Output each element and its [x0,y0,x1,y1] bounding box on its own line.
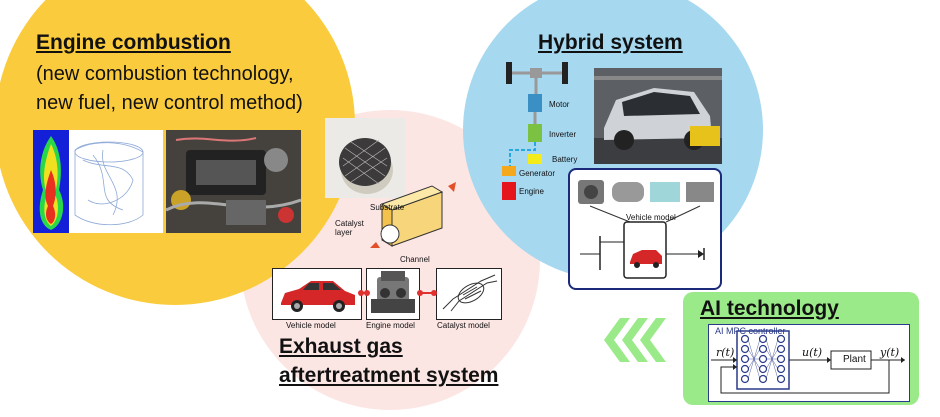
engine-photo [166,130,301,233]
inverter-label: Inverter [549,130,577,139]
catalyst-model-label: Catalyst model [437,321,490,330]
ai-mpc-controller-label: AI MPC controller [715,326,786,336]
motor-label: Motor [549,100,570,109]
chevron-arrows-icon [604,318,666,362]
catalyst-channel-diagram [370,182,456,248]
plant-label: Plant [843,354,866,365]
ai-controller-diagram [708,324,910,402]
u-signal-label: u(t) [802,346,823,359]
vehicle-model-box [272,268,362,320]
engine-model-label: Engine model [366,321,415,330]
hybrid-powertrain-diagram [502,62,568,200]
engine-combustion-subtitle-1: (new combustion technology, [36,63,294,85]
vehicle-model-label: Vehicle model [286,321,336,330]
exhaust-title-line-1: Exhaust gas [279,335,403,358]
engine-combustion-subtitle-2: new fuel, new control method) [36,92,303,114]
hybrid-vehicle-model-label: Vehicle model [626,213,676,222]
r-signal-label: r(t) [716,346,735,359]
car-test-bench-photo [594,68,722,164]
catalyst-layer-label: Catalyst layer [335,219,364,237]
y-signal-label: y(t) [880,346,900,359]
channel-label: Channel [400,255,430,264]
engine-combustion-title: Engine combustion [36,31,231,54]
ai-technology-title: AI technology [700,297,839,320]
model-connectors [358,290,437,296]
catalyst-model-box [436,268,502,320]
hybrid-vehicle-model-panel [568,168,722,290]
flame-simulation-image [33,130,163,233]
exhaust-title-line-2: aftertreatment system [279,364,499,387]
hybrid-system-title: Hybrid system [538,31,683,54]
substrate-label: Substrate [370,203,405,212]
engine-label: Engine [519,187,544,196]
battery-label: Battery [552,155,578,164]
catalyst-substrate-photo [325,118,405,198]
generator-label: Generator [519,169,556,178]
